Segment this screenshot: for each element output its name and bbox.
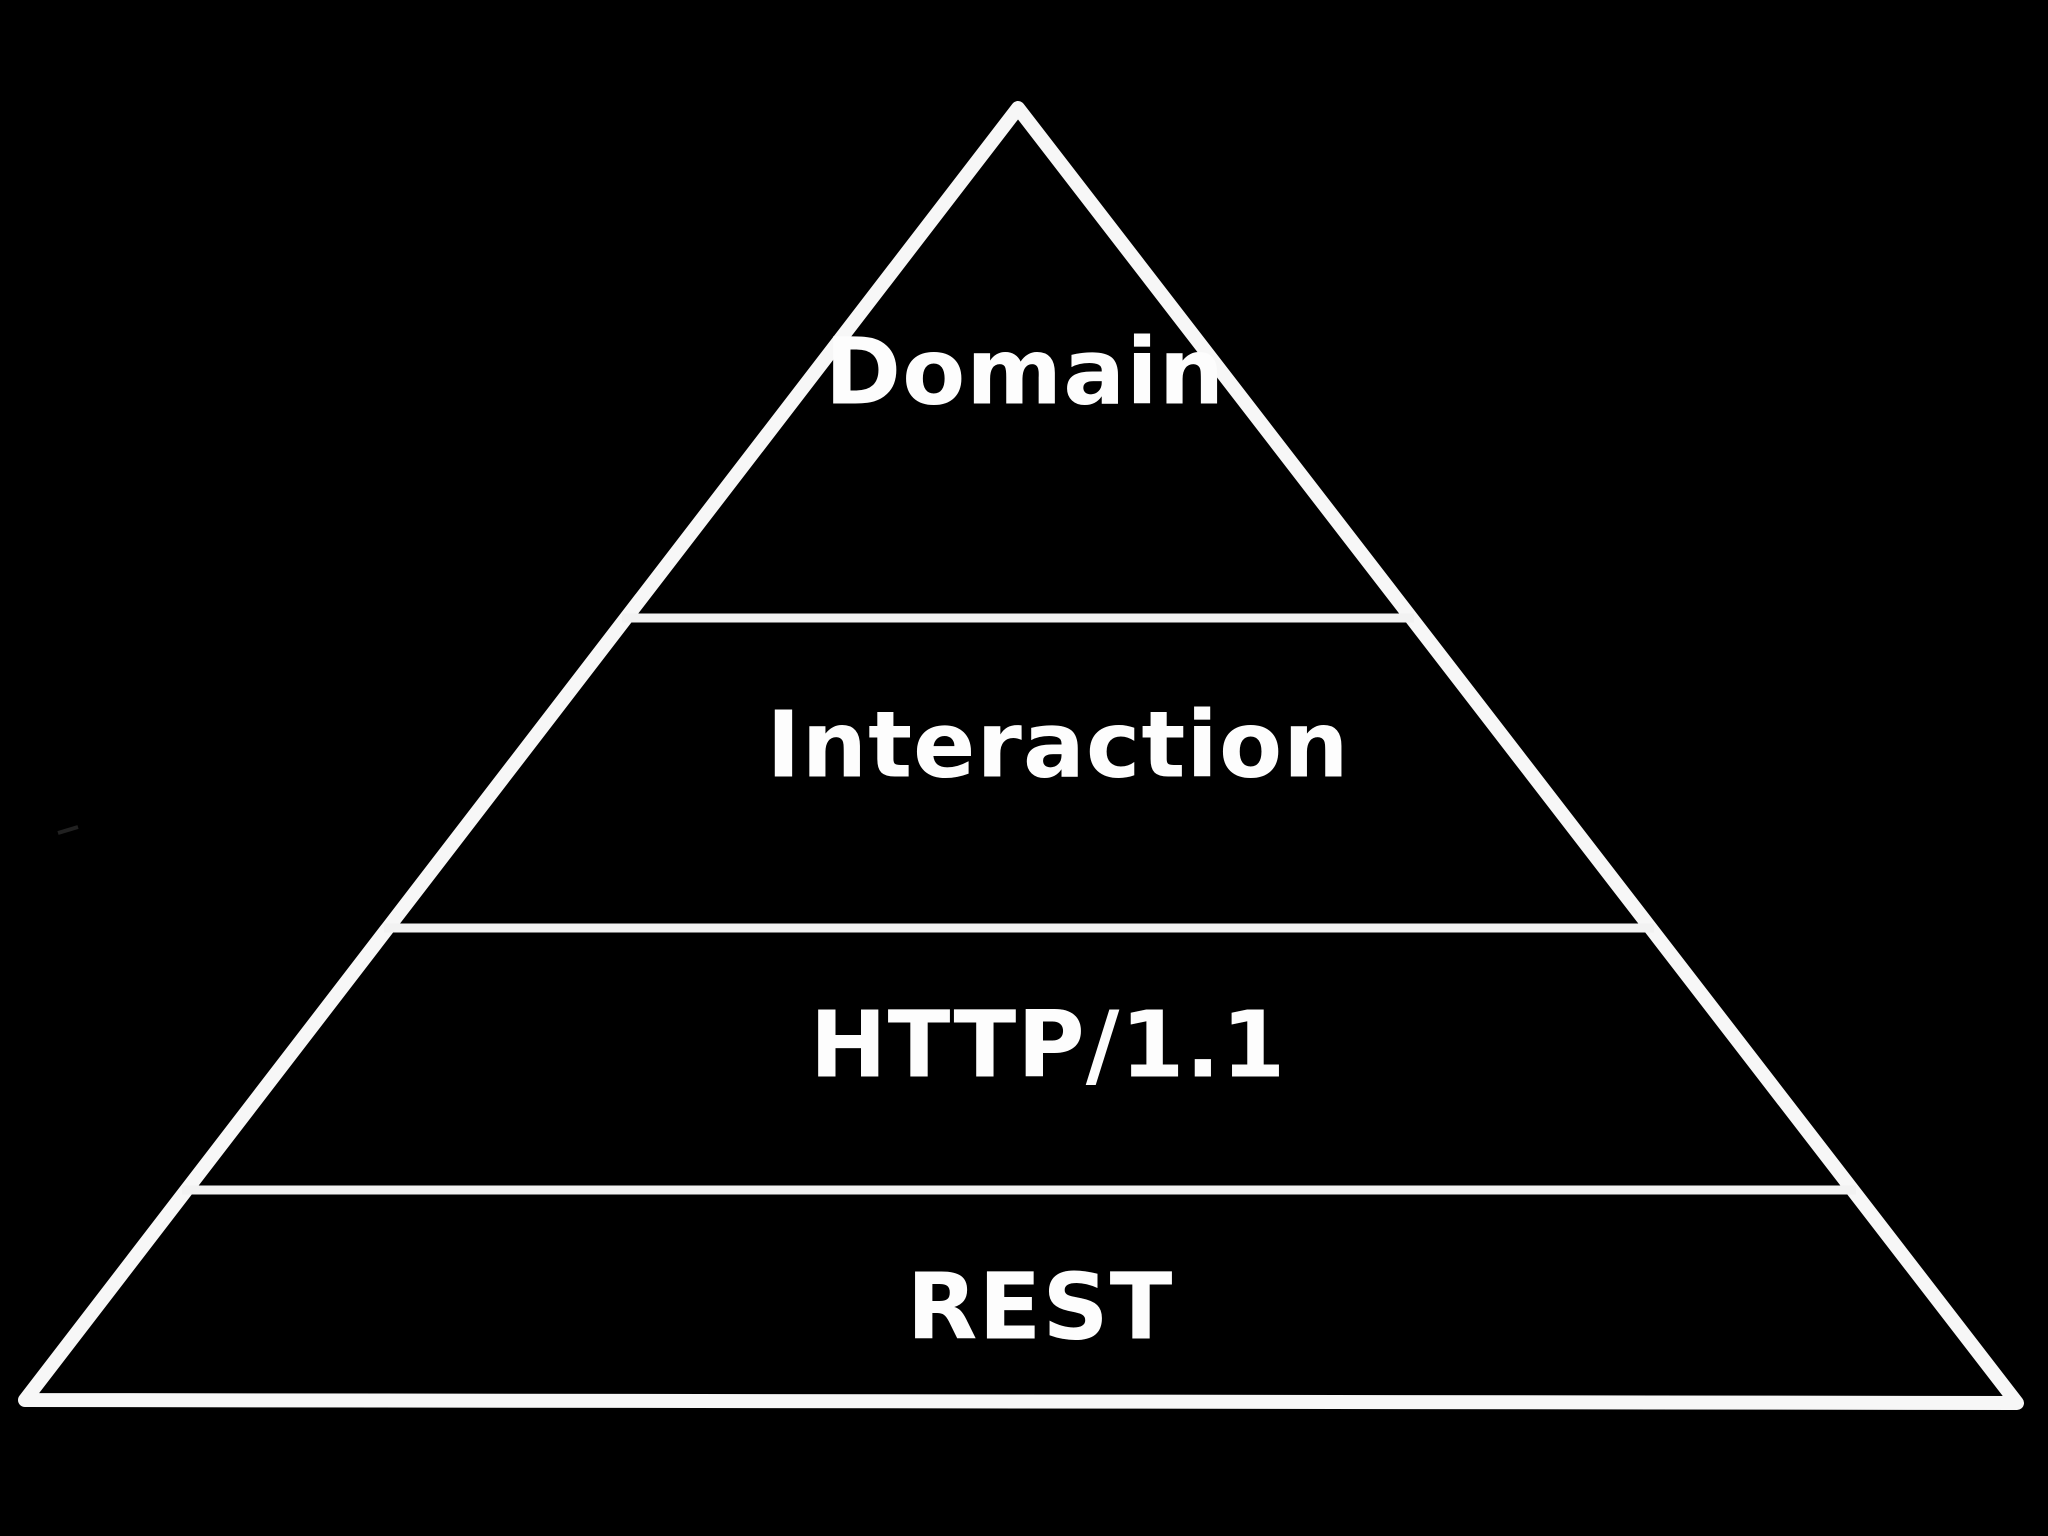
level-label-domain: Domain [825,319,1226,426]
level-label-http11: HTTP/1.1 [810,992,1287,1099]
pyramid-outline [18,101,2024,1410]
level-label-rest: REST [907,1254,1174,1361]
level-label-interaction: Interaction [766,692,1349,799]
smudge-artifact [57,825,79,835]
